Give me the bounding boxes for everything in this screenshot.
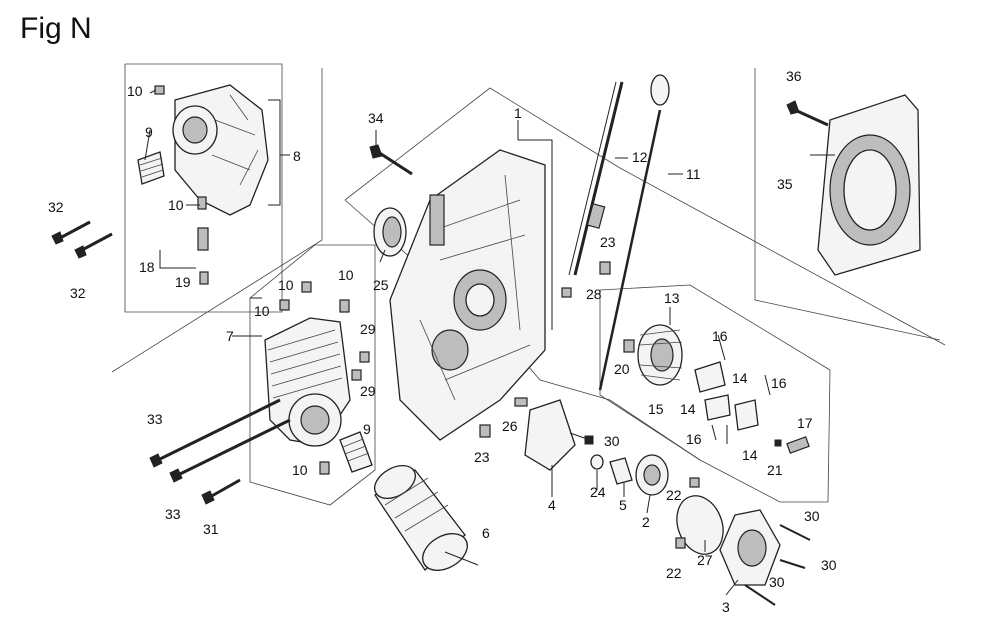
callout-30-d: 30 — [769, 574, 785, 590]
plug-23-upper — [599, 261, 611, 275]
callout-14-b: 14 — [680, 401, 696, 417]
callout-31: 31 — [203, 521, 219, 537]
callout-16-a: 16 — [712, 328, 728, 344]
callout-1: 1 — [514, 105, 522, 121]
callout-36: 36 — [786, 68, 802, 84]
cover-assembly — [154, 84, 269, 216]
dowel-upper — [359, 351, 370, 363]
figure-title: Fig N — [20, 12, 92, 45]
callout-22-b: 22 — [666, 565, 682, 581]
clip-28 — [561, 287, 572, 298]
callout-12: 12 — [632, 149, 648, 165]
callout-21: 21 — [767, 462, 783, 478]
governor-gear — [637, 324, 683, 386]
callout-33-b: 33 — [165, 506, 181, 522]
callout-16-c: 16 — [686, 431, 702, 447]
callout-10-f: 10 — [292, 462, 308, 478]
callout-25: 25 — [373, 277, 389, 293]
callout-23-b: 23 — [474, 449, 490, 465]
bolt-34 — [369, 144, 413, 176]
callout-18: 18 — [139, 259, 155, 275]
callout-8: 8 — [293, 148, 301, 164]
callout-labels: 1 2 3 4 5 6 7 8 9 9 10 10 10 10 10 10 11… — [48, 68, 837, 615]
pump-cover-gear — [569, 432, 811, 606]
callout-26: 26 — [502, 418, 518, 434]
callout-14-a: 14 — [732, 370, 748, 386]
dipstick-tube — [568, 81, 624, 276]
callout-6: 6 — [482, 525, 490, 541]
callout-33-a: 33 — [147, 411, 163, 427]
callout-15: 15 — [648, 401, 664, 417]
crankcase — [389, 149, 546, 441]
callout-29-upper: 29 — [360, 321, 376, 337]
callout-14-c: 14 — [742, 447, 758, 463]
callout-10-d: 10 — [338, 267, 354, 283]
bolts-32 — [51, 220, 113, 259]
spring-upper — [137, 151, 165, 185]
pump-housing — [264, 281, 351, 475]
callout-34: 34 — [368, 110, 384, 126]
governor-pin — [774, 436, 810, 454]
washer-20 — [623, 339, 635, 353]
callout-30-c: 30 — [821, 557, 837, 573]
callout-16-b: 16 — [771, 375, 787, 391]
callout-5: 5 — [619, 497, 627, 513]
callout-32-a: 32 — [48, 199, 64, 215]
callout-24: 24 — [590, 484, 606, 500]
callout-2: 2 — [642, 514, 650, 530]
callout-23-a: 23 — [600, 234, 616, 250]
callout-20: 20 — [614, 361, 630, 377]
callout-10-c: 10 — [278, 277, 294, 293]
spring-lower — [339, 431, 373, 473]
callout-9-upper: 9 — [145, 124, 153, 140]
governor-weights — [694, 334, 771, 441]
callout-35: 35 — [777, 176, 793, 192]
dipstick — [598, 74, 670, 391]
relief-spring — [590, 454, 633, 485]
callout-13: 13 — [664, 290, 680, 306]
callout-27: 27 — [697, 552, 713, 568]
callout-3: 3 — [722, 599, 730, 615]
rear-plate — [786, 94, 921, 276]
callout-28: 28 — [586, 286, 602, 302]
callout-30-b: 30 — [804, 508, 820, 524]
bolts-33 — [149, 398, 291, 505]
oil-filter — [374, 464, 468, 571]
callout-32-b: 32 — [70, 285, 86, 301]
callout-17: 17 — [797, 415, 813, 431]
callout-9-lower: 9 — [363, 421, 371, 437]
callout-7: 7 — [226, 328, 234, 344]
callout-11: 11 — [686, 166, 701, 182]
callout-10-a: 10 — [127, 83, 143, 99]
dowel-lower — [351, 369, 362, 381]
callout-29-lower: 29 — [360, 383, 376, 399]
relief-valve — [159, 227, 209, 285]
callout-22-a: 22 — [666, 487, 682, 503]
oil-seal — [373, 207, 407, 257]
leader-lines — [144, 89, 835, 596]
callout-30-a: 30 — [604, 433, 620, 449]
oil-pickup — [479, 397, 576, 471]
callout-10-b: 10 — [168, 197, 184, 213]
pump-rotor — [635, 454, 669, 496]
callout-10-e: 10 — [254, 303, 270, 319]
callout-4: 4 — [548, 497, 556, 513]
callout-19: 19 — [175, 274, 191, 290]
